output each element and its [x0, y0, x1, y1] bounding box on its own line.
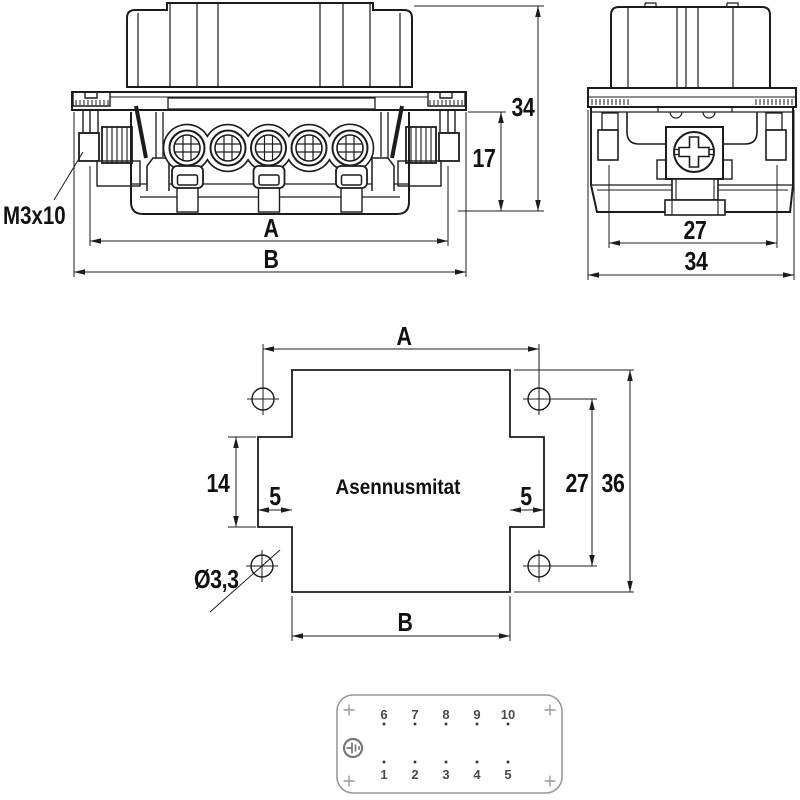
side-dim-27-label: 27 — [684, 216, 707, 246]
front-dim-34-label: 34 — [512, 93, 536, 123]
front-top-housing-block — [126, 2, 413, 88]
front-side-wing-right — [371, 157, 395, 191]
cutout-dim-5-right-label: 5 — [520, 482, 532, 512]
cutout-dim-a-label: A — [397, 322, 412, 352]
pin-contact-dots — [382, 722, 510, 764]
thread-size-label: M3x10 — [3, 201, 66, 229]
cutout-dim-5-left-label: 5 — [269, 482, 281, 512]
cutout-dim-27-label: 27 — [566, 469, 589, 499]
front-fixing-screw-right — [390, 105, 460, 187]
side-dim-34-label: 34 — [685, 247, 709, 277]
side-view: 27 34 — [587, 2, 797, 280]
front-insert-cavity — [146, 97, 395, 191]
thread-leader-line — [53, 151, 84, 201]
hole-diameter-leader-line — [209, 549, 281, 613]
front-flange — [71, 91, 467, 111]
pin-numbers-top-row: 6 7 8 9 10 — [380, 707, 515, 722]
pin-layout-outline — [336, 694, 563, 794]
panel-cutout-view: A B 14 5 5 27 36 Ø3,3 Asennusmitat — [194, 322, 634, 641]
pin-number: 8 — [442, 707, 449, 722]
front-fixing-screw-left — [78, 105, 148, 187]
side-dimensions — [587, 110, 795, 280]
cutout-title: Asennusmitat — [336, 476, 461, 499]
pin-number: 2 — [411, 767, 418, 782]
pin-layout-view: 6 7 8 9 10 1 2 3 4 5 — [336, 694, 563, 794]
front-coding-slots — [171, 165, 368, 189]
cutout-hole-diameter-label: Ø3,3 — [194, 565, 239, 595]
cutout-dim-36-label: 36 — [602, 469, 625, 499]
phillips-screw-icon — [673, 131, 715, 173]
pin-number: 6 — [380, 707, 387, 722]
pin-number: 5 — [504, 767, 511, 782]
side-body — [590, 107, 794, 185]
front-bottom-tab — [257, 185, 281, 213]
front-flange-serrated-end-left — [72, 91, 111, 107]
pin-number: 4 — [473, 767, 481, 782]
pin-number: 3 — [442, 767, 449, 782]
front-dim-17-label: 17 — [473, 144, 496, 174]
pin-number: 7 — [411, 707, 418, 722]
terminal-screw-icon — [168, 129, 369, 167]
pin-numbers-bottom-row: 1 2 3 4 5 — [380, 767, 511, 782]
cutout-dimensions — [209, 344, 634, 641]
front-view: A B 34 17 M3x10 — [3, 2, 544, 277]
earth-ground-icon — [342, 737, 364, 759]
front-bottom-tab — [176, 185, 199, 213]
front-flange-serrated-end-right — [427, 91, 466, 107]
pin-number: 9 — [473, 707, 480, 722]
side-central-screw — [656, 126, 733, 180]
pin-number: 10 — [501, 707, 515, 722]
front-dim-a-label: A — [264, 214, 279, 244]
pin-number: 1 — [380, 767, 387, 782]
front-side-wing-left — [146, 157, 170, 191]
cutout-dim-14-label: 14 — [207, 469, 231, 499]
front-bottom-tab — [340, 185, 363, 213]
side-bottom-skirt — [590, 178, 794, 216]
cutout-dim-b-label: B — [398, 608, 413, 638]
side-flange — [587, 87, 797, 108]
front-dim-b-label: B — [264, 245, 279, 275]
side-top-housing-block — [610, 2, 771, 89]
front-dimensions — [53, 5, 544, 277]
cutout-outline — [257, 369, 545, 593]
